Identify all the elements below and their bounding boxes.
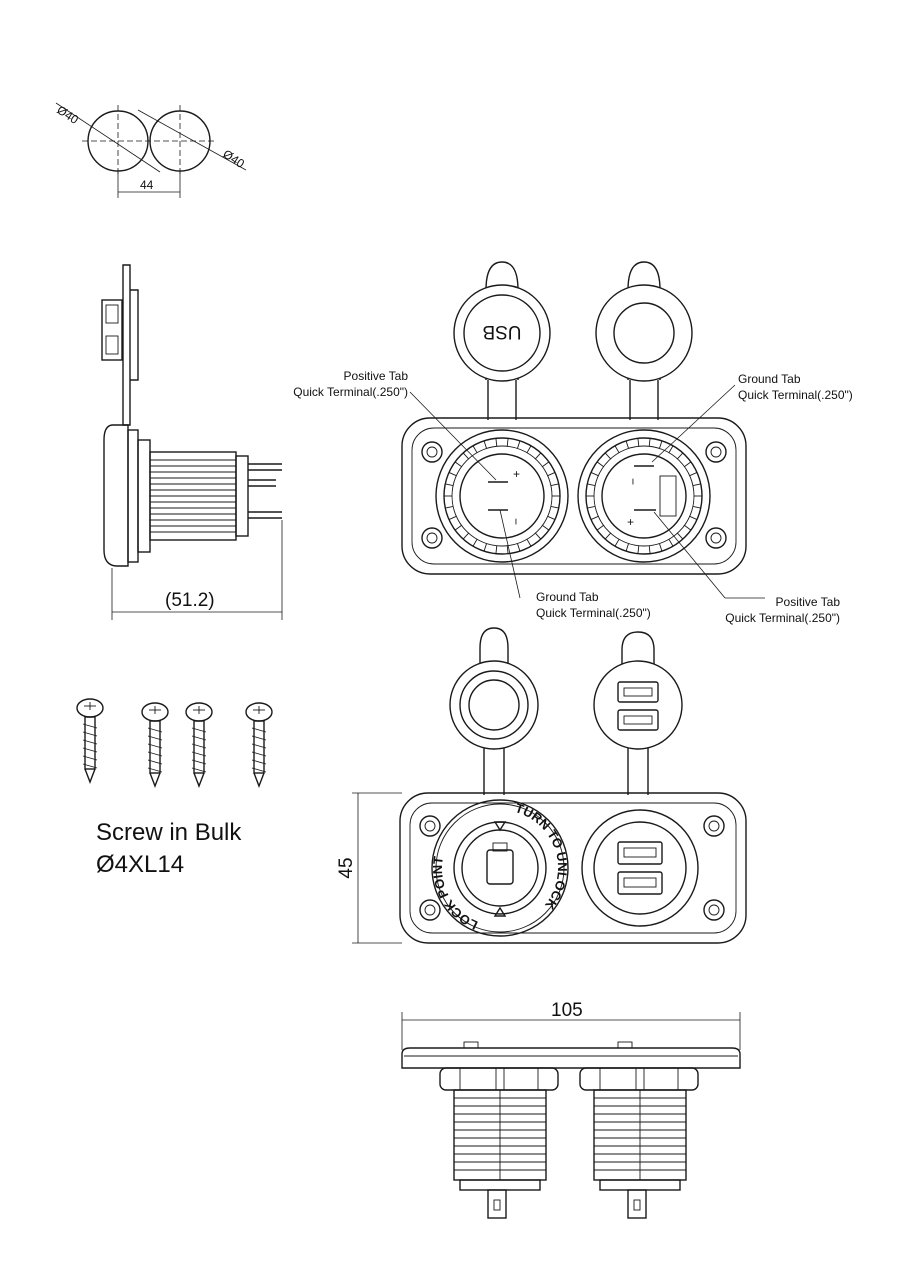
nut-tooth: [677, 452, 684, 460]
bottom-width-dimension: 105: [551, 1000, 583, 1021]
nut-tooth: [637, 545, 640, 554]
label-positive-tab-bottom-right-2: Quick Terminal(.250"): [725, 611, 840, 625]
nut-tooth: [604, 532, 611, 540]
nut-tooth: [542, 461, 550, 467]
nut-tooth: [495, 438, 498, 447]
turn-to-unlock-text: TURN TO UNLOCK: [513, 800, 570, 913]
rear-view: USB + − − +: [293, 261, 853, 625]
cap-usb-port-bottom: [617, 709, 659, 731]
nut-tooth: [526, 539, 532, 547]
nut-tooth: [526, 445, 532, 453]
label-ground-tab-bottom-2: Quick Terminal(.250"): [536, 606, 651, 620]
bottom-view: 105: [401, 1000, 741, 1219]
nut-tooth: [445, 483, 454, 487]
nut-tooth: [648, 438, 651, 447]
screw-4: [245, 702, 273, 788]
front-view: LOCK POINT TURN TO UNLOCK 45: [336, 627, 747, 944]
nut-tooth: [506, 438, 509, 447]
nut-tooth: [550, 483, 559, 487]
nut-tooth: [483, 543, 487, 552]
nut-tooth: [596, 461, 604, 467]
side-view: (51.2): [101, 264, 283, 620]
nut-tooth: [648, 545, 651, 554]
nut-tooth: [547, 471, 556, 477]
rear-left-nut-teeth: [444, 438, 560, 554]
rear-right-nut-teeth: [586, 438, 702, 554]
screw-1: [76, 698, 104, 784]
cutout-template: Ø40 Ø40 44: [54, 102, 247, 198]
front-usb-port-bottom: [617, 871, 663, 895]
nut-tooth: [547, 515, 556, 521]
nut-tooth: [483, 440, 487, 449]
cutout-diameter-left: Ø40: [54, 103, 81, 127]
label-positive-tab-bottom-right-1: Positive Tab: [776, 595, 841, 609]
nut-tooth: [542, 525, 550, 531]
nut-tooth: [550, 505, 559, 509]
nut-tooth: [614, 539, 620, 547]
side-depth-dimension: (51.2): [165, 590, 215, 611]
nut-tooth: [659, 543, 663, 552]
nut-tooth: [590, 471, 599, 477]
nut-tooth: [462, 532, 469, 540]
nut-tooth: [614, 445, 620, 453]
nut-tooth: [596, 525, 604, 531]
nut-tooth: [692, 505, 701, 509]
nut-tooth: [684, 461, 692, 467]
cap-usb-mark: USB: [482, 321, 521, 342]
nut-tooth: [684, 525, 692, 531]
nut-tooth: [495, 545, 498, 554]
rear-left-minus: −: [509, 518, 523, 525]
nut-tooth: [517, 543, 521, 552]
cutout-spacing: 44: [140, 178, 154, 192]
screws-size: Ø4XL14: [96, 851, 184, 878]
nut-tooth: [462, 452, 469, 460]
screws-title: Screw in Bulk: [96, 819, 242, 846]
nut-tooth: [668, 445, 674, 453]
screws-group: Screw in Bulk Ø4XL14: [76, 698, 273, 878]
nut-tooth: [692, 483, 701, 487]
nut-tooth: [604, 452, 611, 460]
label-positive-tab-left-2: Quick Terminal(.250"): [293, 385, 408, 399]
nut-tooth: [448, 471, 457, 477]
nut-tooth: [517, 440, 521, 449]
label-ground-tab-right-1: Ground Tab: [738, 372, 801, 386]
cutout-diameter-right: Ø40: [220, 147, 247, 171]
nut-tooth: [535, 532, 542, 540]
rear-right-minus: −: [626, 478, 640, 485]
nut-tooth: [472, 445, 478, 453]
nut-tooth: [472, 539, 478, 547]
nut-tooth: [668, 539, 674, 547]
nut-tooth: [625, 543, 629, 552]
nut-tooth: [689, 471, 698, 477]
front-height-dimension: 45: [336, 857, 357, 878]
nut-tooth: [454, 525, 462, 531]
cap-usb-port-top: [617, 681, 659, 703]
nut-tooth: [689, 515, 698, 521]
nut-tooth: [625, 440, 629, 449]
rear-right-plus: +: [627, 515, 634, 529]
nut-tooth: [587, 505, 596, 509]
nut-tooth: [535, 452, 542, 460]
nut-tooth: [590, 515, 599, 521]
label-ground-tab-right-2: Quick Terminal(.250"): [738, 388, 853, 402]
nut-tooth: [659, 440, 663, 449]
label-ground-tab-bottom-1: Ground Tab: [536, 590, 599, 604]
nut-tooth: [445, 505, 454, 509]
screw-3: [185, 702, 213, 788]
nut-tooth: [454, 461, 462, 467]
nut-tooth: [637, 438, 640, 447]
nut-tooth: [677, 532, 684, 540]
front-usb-port-top: [617, 841, 663, 865]
rear-left-plus: +: [513, 467, 520, 481]
nut-tooth: [448, 515, 457, 521]
nut-tooth: [587, 483, 596, 487]
screw-2: [141, 702, 169, 788]
nut-tooth: [506, 545, 509, 554]
label-positive-tab-left-1: Positive Tab: [344, 369, 409, 383]
